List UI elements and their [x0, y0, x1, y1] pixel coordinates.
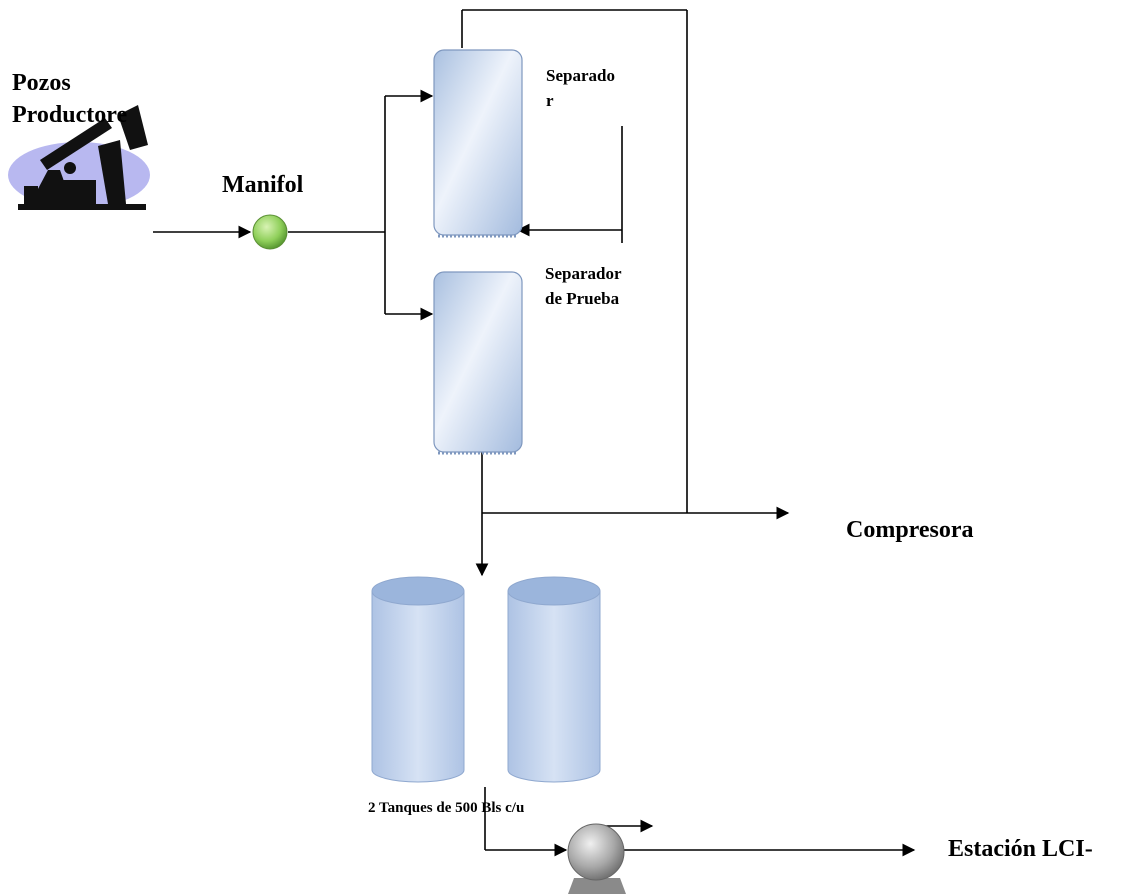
- test-separator-label-line1: Separador: [545, 264, 622, 283]
- pump-icon: [567, 823, 626, 894]
- separator-label-line2: r: [546, 91, 554, 110]
- manifold-valve-icon: [252, 214, 288, 250]
- tanks-label: 2 Tanques de 500 Bls c/u: [368, 800, 525, 816]
- test-separator-label-line2: de Prueba: [545, 289, 620, 308]
- wells-label-line2: Productore: [12, 102, 128, 128]
- wells-label-line1: Pozos: [12, 70, 71, 96]
- flow-lines: [153, 9, 916, 857]
- storage-tank-icon: [507, 576, 601, 783]
- station-label: Estación LCI-: [948, 836, 1093, 862]
- storage-tank-icon: [371, 576, 465, 783]
- pumpjack-icon: [8, 105, 150, 210]
- test-separator-vessel-icon: [433, 271, 523, 455]
- compressor-label: Compresora: [846, 517, 974, 543]
- separator-vessel-icon: [433, 49, 523, 238]
- manifold-label: Manifol: [222, 172, 304, 198]
- separator-label-line1: Separado: [546, 66, 615, 85]
